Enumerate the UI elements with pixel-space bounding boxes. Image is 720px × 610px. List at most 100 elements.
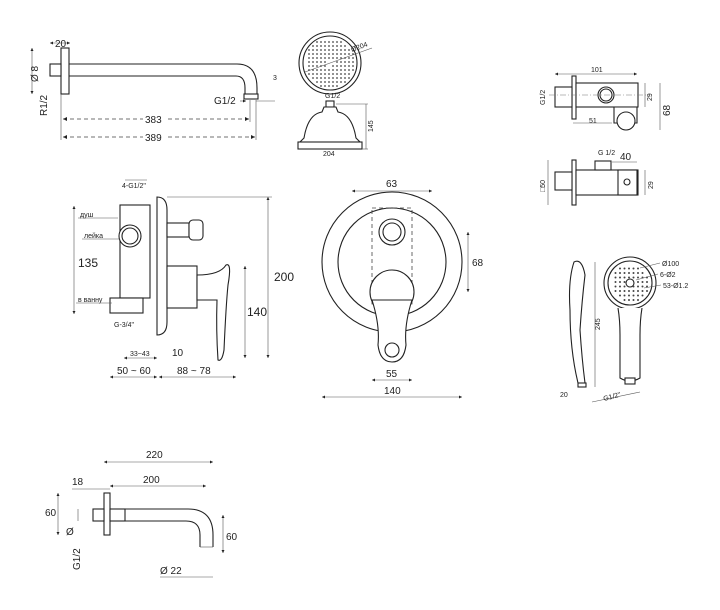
nozzle-dot: [312, 61, 314, 63]
nozzle-dot: [336, 57, 338, 59]
nozzle-dot: [332, 65, 334, 67]
nozzle-dot: [623, 276, 626, 279]
nozzle-dot: [646, 281, 648, 283]
mixer-handle-height-dim: 140: [247, 305, 267, 319]
nozzle-dot: [340, 69, 342, 71]
nozzle-dot: [637, 285, 639, 288]
nozzle-dot: [628, 290, 630, 292]
spout-length-dim: 200: [143, 475, 160, 486]
nozzle-dot: [324, 81, 326, 83]
nozzle-dot: [340, 53, 342, 55]
nozzle-dot: [348, 61, 350, 63]
nozzle-dot: [623, 290, 626, 292]
nozzle-dot: [308, 73, 310, 75]
label-bath: в ванну: [78, 297, 103, 304]
nozzle-dot: [320, 57, 322, 59]
spout-dia-dim: Ø: [66, 527, 74, 538]
nozzle-dot: [619, 272, 621, 274]
nozzle-dot: [328, 81, 330, 83]
nozzle-dot: [628, 299, 630, 301]
mixer-front-drawing: 63 68 55 140: [321, 179, 484, 399]
hand-shower-drawing: 245 20 Ø100 6-Ø2 53-Ø1.2 G1/2": [560, 256, 688, 403]
nozzle-dot: [623, 294, 626, 297]
nozzle-dot: [324, 49, 326, 51]
head-thread-dim: G1/2: [325, 93, 340, 100]
nozzle-dot: [332, 69, 334, 71]
nozzle-dot: [328, 73, 330, 75]
nozzle-dot: [623, 272, 626, 274]
nozzle-dot: [637, 276, 639, 279]
nozzle-dot: [332, 57, 334, 59]
nozzle-dot: [348, 65, 350, 67]
nozzle-dot: [328, 49, 330, 51]
nozzle-dot: [344, 77, 346, 79]
nozzle-dot: [340, 73, 342, 75]
nozzle-dot: [336, 65, 338, 67]
head-diameter-dim: Ø204: [350, 41, 369, 53]
nozzle-dot: [316, 65, 318, 67]
nozzle-dot: [320, 73, 322, 75]
nozzle-dot: [619, 290, 621, 292]
arm-length-389: 389: [145, 133, 162, 144]
shower-arm-drawing: 20 Ø 8 R1/2 3 G1/2 383 389: [30, 39, 277, 144]
nozzle-dot: [320, 69, 322, 71]
outlet-height-dim: 29: [648, 181, 655, 189]
bracket-offset-dim: 51: [589, 118, 597, 125]
nozzle-dot: [336, 81, 338, 83]
spout-drawing: 220 200 18 60 Ø G1/2 60 Ø 22: [45, 450, 238, 578]
nozzle-dot: [308, 61, 310, 63]
hand-length-dim: 245: [595, 318, 602, 330]
nozzle-dot: [308, 57, 310, 59]
nozzle-dot: [336, 77, 338, 79]
nozzle-dot: [328, 69, 330, 71]
nozzle-dot: [336, 69, 338, 71]
nozzle-dot: [614, 285, 617, 288]
nozzle-dot: [312, 77, 314, 79]
front-diameter-dim: 140: [384, 386, 401, 397]
nozzle-dot: [637, 290, 639, 292]
nozzle-dot: [623, 285, 626, 288]
arm-flange-dim: 20: [55, 39, 67, 50]
nozzle-dot: [348, 77, 350, 79]
nozzle-dot: [312, 45, 314, 47]
nozzle-dot: [324, 69, 326, 71]
nozzle-dot: [336, 73, 338, 75]
nozzle-dot: [632, 285, 635, 288]
spout-height-dim: 60: [45, 508, 57, 519]
nozzle-dot: [632, 267, 635, 270]
outlet-width-dim: 40: [620, 152, 632, 163]
nozzle-dot: [619, 267, 621, 270]
nozzle-dot: [312, 49, 314, 51]
outlet-square-dim: □50: [540, 180, 547, 192]
nozzle-dot: [340, 81, 342, 83]
nozzle-dot: [623, 267, 626, 270]
nozzle-dot: [628, 276, 630, 279]
nozzle-dot: [332, 73, 334, 75]
arm-length-383: 383: [145, 115, 162, 126]
nozzle-dot: [619, 281, 621, 283]
nozzle-dot: [344, 69, 346, 71]
nozzle-dot: [344, 61, 346, 63]
nozzle-dot: [324, 41, 326, 43]
nozzle-dot: [632, 290, 635, 292]
nozzle-dot: [332, 45, 334, 47]
nozzle-dot: [340, 49, 342, 51]
nozzle-dot: [332, 81, 334, 83]
nozzle-dot: [316, 57, 318, 59]
nozzle-dot: [614, 272, 617, 274]
front-right-dim: 68: [472, 258, 484, 269]
mixer-total-height-dim: 200: [274, 270, 294, 284]
bracket-thread-dim: G1/2: [540, 90, 547, 105]
nozzle-dot: [308, 49, 310, 51]
nozzle-dot: [623, 281, 626, 283]
nozzle-dot: [332, 53, 334, 55]
nozzle-dot: [312, 57, 314, 59]
nozzle-dot: [641, 290, 644, 292]
nozzle-dot: [348, 53, 350, 55]
wall-outlet-drawing: G 1/2 40 □50 29: [540, 150, 655, 206]
nozzle-dot: [632, 299, 635, 301]
shower-head-drawing: Ø204 G1/2 145 204: [297, 31, 375, 158]
nozzle-dot: [324, 85, 326, 87]
spout-pipe-dim: Ø 22: [160, 566, 182, 577]
nozzle-dot: [340, 65, 342, 67]
